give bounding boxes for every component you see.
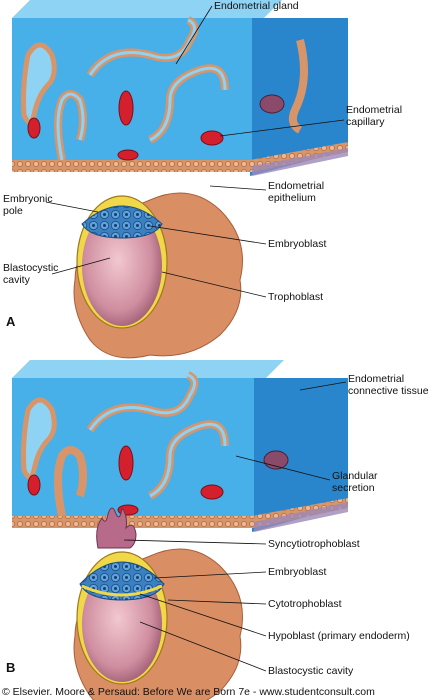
endometrial-gland — [288, 39, 308, 134]
label-trophoblast: Trophoblast — [268, 291, 324, 303]
panel-letter-a: A — [6, 314, 16, 329]
label-cytotrophoblast: Cytotrophoblast — [268, 598, 342, 610]
embryoblast — [81, 205, 163, 239]
label-embryoblast-b: Embryoblast — [268, 566, 327, 578]
label-endometrial-gland: Endometrial gland — [214, 0, 299, 12]
label-blastocystic-cavity-b: Blastocystic cavity — [268, 665, 354, 677]
panel-letter-b: B — [6, 660, 16, 675]
endometrial-capillary — [27, 117, 41, 139]
endometrial-capillary — [27, 474, 41, 496]
embryoblast — [79, 561, 165, 601]
leader-lines — [45, 5, 347, 672]
endometrial-gland — [54, 446, 87, 517]
syncytiotrophoblast — [96, 506, 137, 549]
tissue-front-face — [12, 18, 252, 168]
label-embryonic-pole: Embryonic pole — [3, 193, 53, 217]
label-endometrial-capillary: Endometrial capillary — [346, 104, 403, 128]
label-endometrial-connective-tissue: Endometrial connective tissue — [348, 373, 429, 397]
endometrial-capillary — [118, 445, 134, 481]
copyright-notice: © Elsevier. Moore & Persaud: Before We a… — [2, 686, 375, 698]
endometrial-capillary — [117, 149, 139, 161]
label-hypoblast: Hypoblast (primary endoderm) — [268, 630, 410, 642]
tissue-top-face — [12, 360, 284, 378]
endometrial-capillary — [118, 90, 134, 126]
panel-b-illustration — [12, 360, 348, 700]
label-embryoblast-a: Embryoblast — [268, 238, 327, 250]
tissue-front-face — [12, 378, 254, 524]
endometrial-gland — [21, 42, 57, 125]
endometrial-capillary — [200, 484, 224, 500]
tissue-side-face — [252, 378, 348, 532]
tissue-top-face — [12, 0, 282, 18]
endometrial-capillary — [200, 130, 224, 146]
endometrial-gland — [21, 397, 57, 480]
label-glandular-secretion: Glandular secretion — [332, 470, 378, 494]
label-syncytiotrophoblast: Syncytiotrophoblast — [268, 538, 360, 550]
panel-a-illustration — [12, 0, 348, 359]
hypoblast — [81, 584, 163, 597]
endometrial-capillary — [259, 94, 285, 114]
label-endometrial-epithelium: Endometrial epithelium — [268, 180, 325, 204]
label-blastocystic-cavity-a: Blastocystic cavity — [3, 262, 59, 286]
